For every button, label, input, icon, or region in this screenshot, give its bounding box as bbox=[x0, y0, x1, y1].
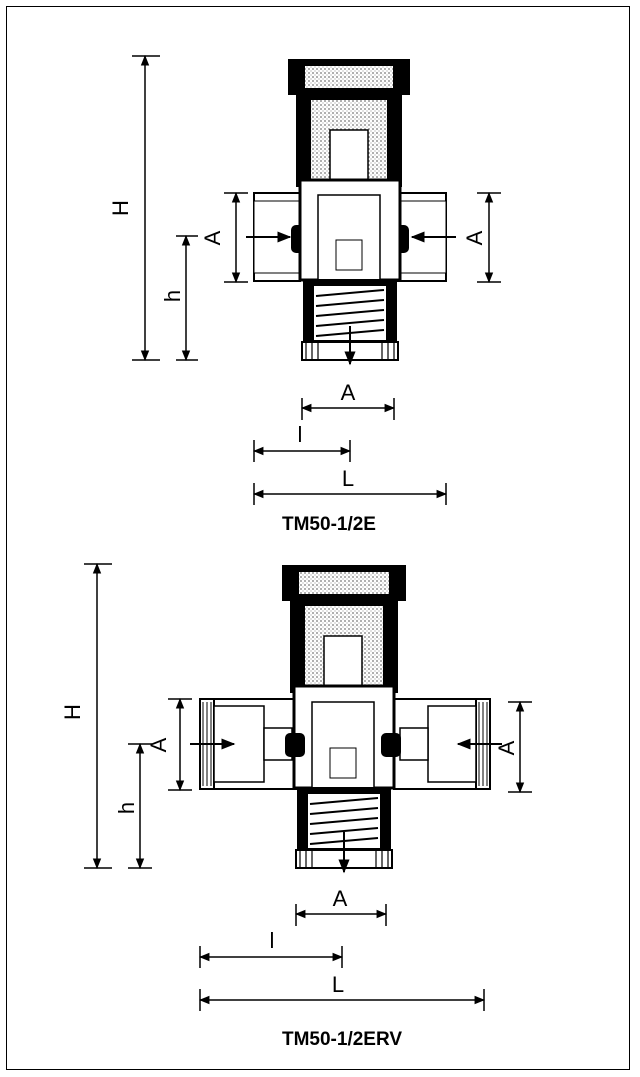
dimensions-1 bbox=[132, 54, 501, 505]
valve-body-1 bbox=[253, 59, 447, 361]
label-A-left: A bbox=[146, 737, 171, 752]
label-h: h bbox=[160, 290, 185, 302]
dimension-labels-1: H h A A A l L bbox=[108, 200, 487, 491]
label-h: h bbox=[114, 802, 139, 814]
label-A-right: A bbox=[494, 740, 519, 755]
valve-body-2 bbox=[199, 565, 491, 869]
page-frame bbox=[6, 6, 630, 1070]
caption-2: TM50-1/2ERV bbox=[282, 1029, 402, 1050]
label-L: L bbox=[332, 972, 344, 997]
label-l: l bbox=[270, 928, 275, 953]
flow-arrows-1 bbox=[246, 231, 456, 366]
caption-1: TM50-1/2E bbox=[282, 514, 376, 535]
valve-diagram-1: H h A A A l L TM50-1/2E bbox=[108, 54, 501, 535]
label-A-right: A bbox=[462, 230, 487, 245]
valve-diagram-2: H h A A A l L TM50-1/2ERV bbox=[60, 562, 532, 1050]
dimension-labels-2: H h A A A l L bbox=[60, 704, 519, 997]
label-L: L bbox=[342, 466, 354, 491]
label-A-bottom: A bbox=[333, 886, 348, 911]
label-A-left: A bbox=[200, 230, 225, 245]
flow-arrows-2 bbox=[190, 738, 502, 874]
label-A-bottom: A bbox=[341, 380, 356, 405]
label-l: l bbox=[298, 422, 303, 447]
label-H: H bbox=[60, 704, 85, 720]
dimensions-2 bbox=[84, 562, 532, 1011]
label-H: H bbox=[108, 200, 133, 216]
